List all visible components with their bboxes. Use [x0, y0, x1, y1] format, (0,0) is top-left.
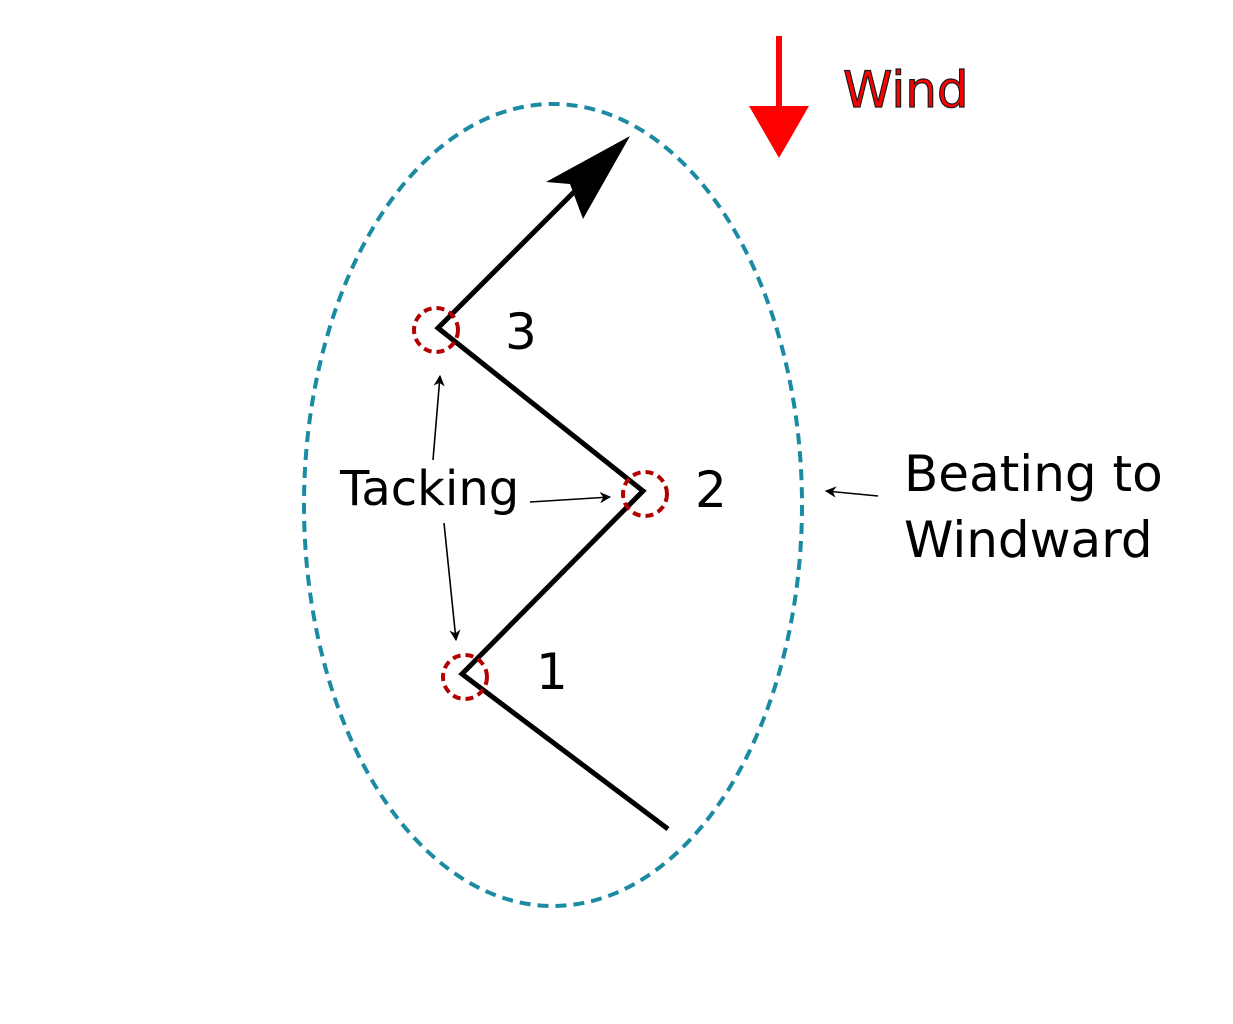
- tack-marker-3: [412, 306, 460, 354]
- region-label-line-2: Windward: [904, 511, 1153, 569]
- course-heading-arrow-icon: [546, 136, 630, 219]
- tack-number-1: 1: [536, 643, 568, 701]
- tack-marker-1: [441, 653, 489, 701]
- tacking-pointer-3: [432, 374, 445, 461]
- region-label-line-1: Beating to: [904, 445, 1163, 503]
- tacking-pointer-2: [529, 492, 612, 504]
- wind-label: Wind: [843, 61, 969, 119]
- tack-number-3: 3: [505, 303, 537, 361]
- tacking-label: Tacking: [339, 461, 519, 517]
- tacking-pointer-1: [443, 522, 461, 642]
- tack-number-2: 2: [695, 461, 727, 519]
- tack-marker-2: [621, 470, 669, 518]
- course-path: [434, 178, 670, 831]
- region-pointer: [824, 486, 879, 498]
- wind-direction-arrow-icon: [749, 36, 809, 158]
- windward-region-ellipse: [302, 102, 804, 908]
